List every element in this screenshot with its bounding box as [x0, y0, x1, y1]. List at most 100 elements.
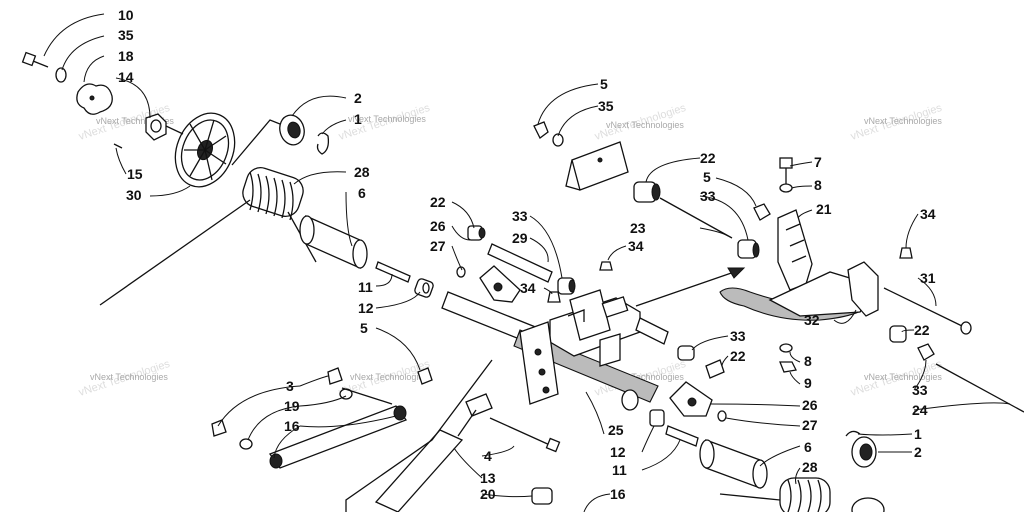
callout-20: 20	[480, 486, 496, 502]
callout-32: 32	[804, 312, 820, 328]
callout-11: 11	[612, 462, 627, 478]
clip-1	[845, 430, 861, 437]
watermark: vNext Technologies	[864, 116, 942, 126]
bushing-33	[677, 345, 695, 361]
callout-4: 4	[484, 448, 492, 464]
callout-33: 33	[912, 382, 928, 398]
callout-16: 16	[284, 418, 300, 434]
watermark: vNext Technologies	[606, 120, 684, 130]
bracket-26	[479, 265, 521, 303]
grease-fitting-34	[547, 291, 561, 303]
callout-28: 28	[354, 164, 370, 180]
watermark: vNext Technologies	[96, 116, 174, 126]
callout-34: 34	[520, 280, 536, 296]
bracket-18	[76, 83, 113, 115]
bracket-26	[669, 381, 713, 417]
leader-lines	[43, 13, 1011, 512]
callout-34: 34	[920, 206, 936, 222]
callout-35: 35	[598, 98, 614, 114]
wheel-lower	[851, 497, 885, 512]
callout-6: 6	[804, 439, 812, 455]
callout-26: 26	[802, 397, 818, 413]
washer-27	[717, 410, 727, 422]
callout-29: 29	[512, 230, 528, 246]
washer-19	[239, 388, 353, 450]
callout-27: 27	[430, 238, 446, 254]
tube-29	[487, 243, 553, 283]
bracket-31	[847, 261, 879, 317]
center-frame	[519, 289, 669, 405]
callout-22: 22	[914, 322, 930, 338]
bushing-22	[889, 325, 907, 343]
callout-15: 15	[127, 166, 143, 182]
callout-14: 14	[118, 69, 134, 85]
mount-bracket	[565, 141, 629, 191]
nut-14	[145, 113, 167, 141]
bushing-33	[557, 277, 576, 295]
callout-2: 2	[354, 90, 362, 106]
callout-18: 18	[118, 48, 134, 64]
callout-34: 34	[628, 238, 644, 254]
callout-23: 23	[630, 220, 646, 236]
callout-16: 16	[610, 486, 626, 502]
nut-33	[917, 343, 935, 361]
nut-3	[211, 367, 343, 437]
sleeve-6	[299, 214, 368, 270]
bolt-22	[705, 359, 725, 379]
bushing-12	[649, 409, 665, 427]
callout-13: 13	[480, 470, 496, 486]
bushing-33	[737, 239, 760, 259]
callout-5: 5	[360, 320, 368, 336]
wheel-30	[174, 112, 236, 188]
watermark: vNext Technologies	[350, 372, 428, 382]
clip-1	[316, 132, 330, 155]
callout-7: 7	[814, 154, 822, 170]
callout-9: 9	[804, 375, 812, 391]
callout-28: 28	[802, 459, 818, 475]
bolt-4	[489, 417, 553, 447]
watermark: vNext Technologies	[348, 114, 426, 124]
callout-26: 26	[430, 218, 446, 234]
callout-27: 27	[802, 417, 818, 433]
bushing-20	[531, 487, 553, 505]
callout-1: 1	[354, 111, 362, 127]
callout-19: 19	[284, 398, 300, 414]
spring-28	[242, 167, 304, 221]
callout-6: 6	[358, 185, 366, 201]
bolt-31	[883, 287, 963, 327]
bushing-22	[467, 225, 486, 241]
callout-25: 25	[608, 422, 624, 438]
callout-12: 12	[358, 300, 374, 316]
grease-fitting-34	[899, 247, 913, 259]
callout-8: 8	[804, 353, 812, 369]
callout-30: 30	[126, 187, 142, 203]
callout-10: 10	[118, 7, 134, 23]
bolt-7	[779, 157, 793, 186]
watermark: vNext Technologies	[90, 372, 168, 382]
callout-12: 12	[610, 444, 626, 460]
callout-35: 35	[118, 27, 134, 43]
callout-33: 33	[730, 328, 746, 344]
callout-labels: 10 35 18 14 15 30 2 1 28 6 11 12 5 3 19 …	[118, 7, 936, 502]
callout-24: 24	[912, 402, 928, 418]
spring-arm	[99, 199, 251, 306]
callout-33: 33	[700, 188, 716, 204]
watermark: vNext Technologies	[606, 372, 684, 382]
spring-28	[779, 477, 831, 512]
sleeve-6	[699, 439, 768, 489]
rod-24	[935, 363, 1024, 413]
callout-22: 22	[700, 150, 716, 166]
bearing-2	[279, 114, 305, 146]
callout-8: 8	[814, 177, 822, 193]
callout-11: 11	[358, 279, 373, 295]
callout-31: 31	[920, 270, 936, 286]
washer-35	[55, 67, 67, 83]
watermark: vNext Technologies	[864, 372, 942, 382]
parts	[21, 51, 1024, 512]
bolt-10	[21, 51, 49, 68]
callout-22: 22	[430, 194, 446, 210]
callout-5: 5	[703, 169, 711, 185]
callout-33: 33	[512, 208, 528, 224]
callout-21: 21	[816, 201, 832, 217]
callout-3: 3	[286, 378, 294, 394]
